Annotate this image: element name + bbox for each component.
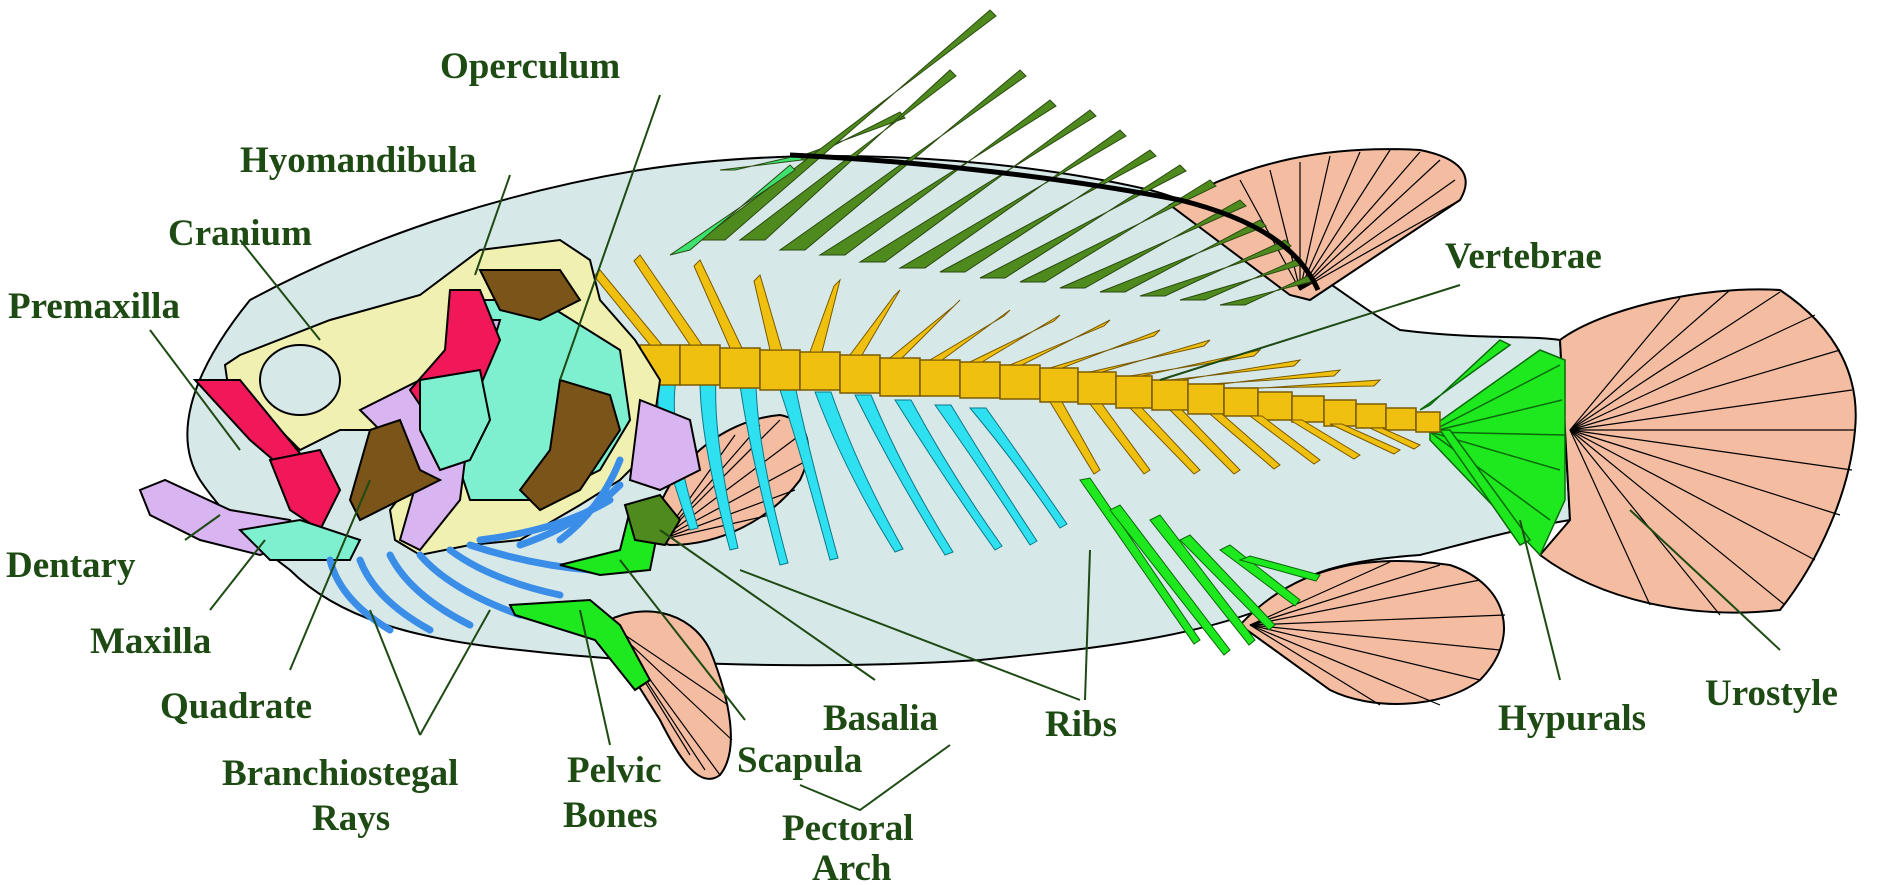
label-urostyle: Urostyle	[1705, 673, 1838, 714]
label-pelvic: Pelvic	[567, 750, 662, 791]
label-rays: Rays	[312, 798, 390, 839]
label-hyomandibula: Hyomandibula	[240, 140, 476, 181]
label-scapula: Scapula	[737, 740, 862, 781]
label-hypurals: Hypurals	[1498, 698, 1646, 739]
label-premaxilla: Premaxilla	[8, 286, 180, 327]
label-ribs: Ribs	[1045, 704, 1117, 745]
label-pectoral: Pectoral	[782, 808, 913, 849]
label-arch: Arch	[812, 848, 892, 885]
label-dentary: Dentary	[6, 545, 136, 586]
label-branchiostegal: Branchiostegal	[222, 753, 458, 794]
caudal-fin	[1540, 289, 1856, 615]
label-operculum: Operculum	[440, 46, 620, 87]
label-quadrate: Quadrate	[160, 686, 312, 727]
label-cranium: Cranium	[168, 213, 312, 254]
label-vertebrae: Vertebrae	[1445, 236, 1602, 277]
label-maxilla: Maxilla	[90, 621, 211, 662]
label-basalia: Basalia	[823, 698, 938, 739]
orbit	[260, 345, 340, 415]
label-bones: Bones	[563, 795, 658, 836]
